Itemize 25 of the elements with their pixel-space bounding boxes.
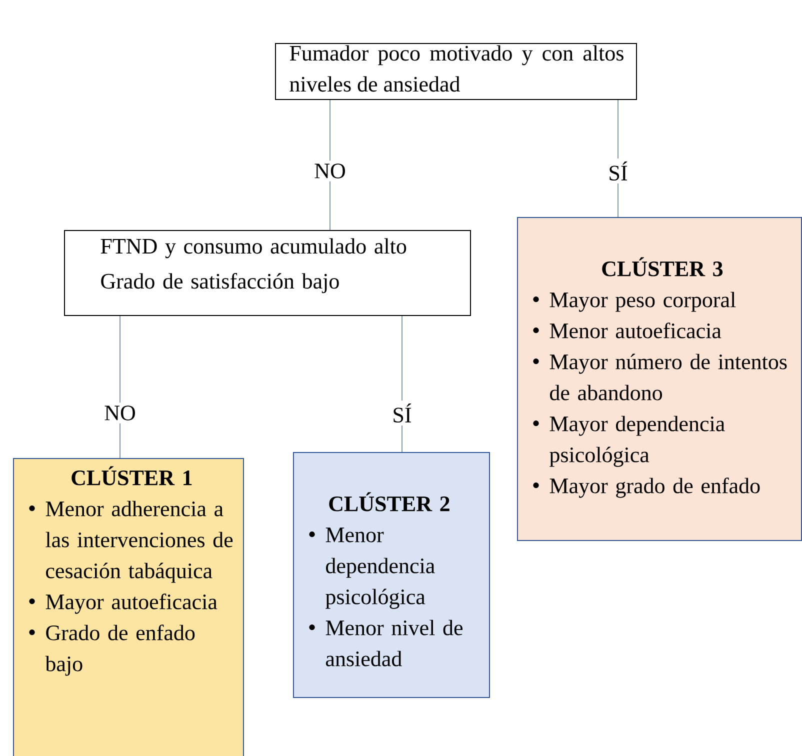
bullet-item: Mayor dependencia psicológica [550, 416, 725, 467]
condition-text: FTND y consumo acumulado alto [100, 238, 406, 258]
question-box [64, 230, 471, 316]
question-box [275, 43, 637, 100]
bullet-item: Mayor grado de enfado [550, 478, 760, 498]
edge-label: SÍ [389, 400, 415, 426]
bullet-item: Menor dependencia psicológica [326, 528, 435, 609]
bullet-item: Menor autoeficacia [550, 322, 722, 338]
bullet-item: Mayor autoeficacia [46, 594, 218, 614]
cluster-box [517, 217, 802, 541]
cluster-heading: CLÚSTER 1 [72, 466, 192, 486]
edge-label: NO [311, 160, 349, 182]
cluster-box [293, 452, 490, 698]
bullet-item: Mayor peso corporal [550, 292, 736, 312]
bullet-item: Grado de enfado bajo [45, 624, 195, 676]
edge-label: SÍ [605, 158, 631, 184]
bullet-item: Menor nivel de ansiedad [326, 620, 462, 666]
edge-label: NO [101, 402, 139, 424]
cluster-box [13, 458, 244, 756]
cluster-heading: CLÚSTER 3 [602, 257, 723, 276]
question-text: Fumador poco motivado y con altos niveles de ansiedad [290, 45, 624, 92]
bullet-item: Mayor número de intentos de abandono [550, 354, 787, 400]
cluster-heading: CLÚSTER 2 [329, 492, 450, 512]
bullet-item: Menor adherencia a las intervenciones de cesación tabáquica [46, 500, 233, 583]
condition-text: Grado de satisfacción bajo [101, 272, 339, 294]
